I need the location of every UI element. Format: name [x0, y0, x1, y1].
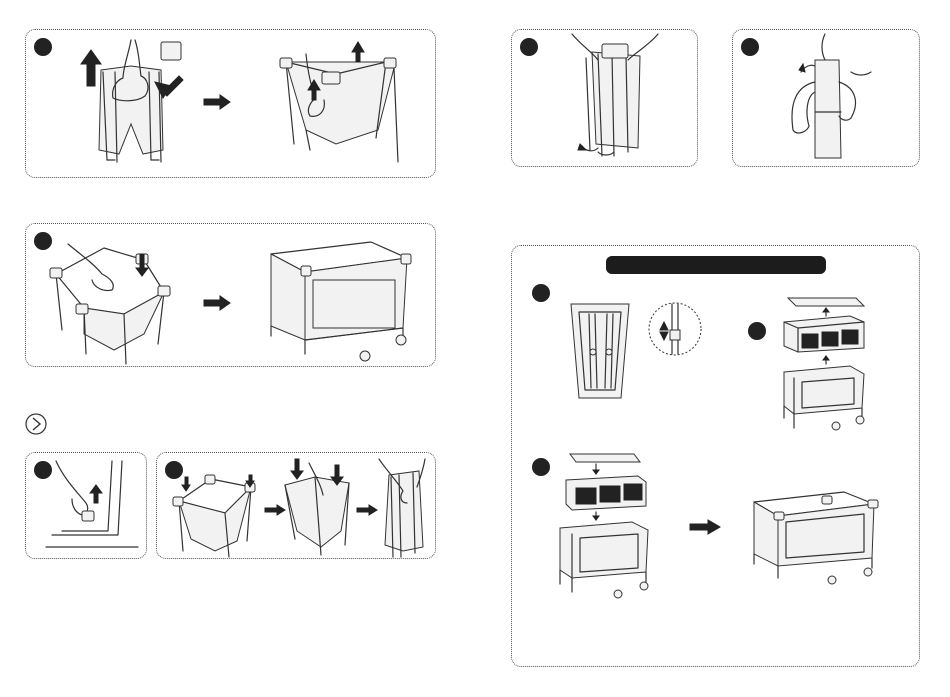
- illustration-folded-playard-hand-lift: [71, 32, 191, 172]
- step-panel-push-center: [25, 223, 436, 367]
- step-panel-compress: [511, 29, 698, 167]
- illustration-fold-stage-2: [281, 455, 361, 555]
- illustration-bassinet-insert-into-playard: [780, 294, 870, 434]
- section-title-bar: [606, 256, 826, 274]
- right-arrow-icon: [204, 296, 230, 310]
- illustration-playard-rails-up: [266, 34, 416, 174]
- chevron-right-in-circle-icon: [25, 413, 47, 435]
- illustration-bassinet-frame-top-view: [569, 302, 631, 402]
- illustration-squeeze-folded-frame: [562, 32, 672, 162]
- step-badge: [532, 284, 550, 302]
- step-panel-pull-rails: [25, 29, 436, 178]
- step-badge: [741, 38, 759, 56]
- step-badge: [532, 458, 550, 476]
- illustration-playard-in-carry-bag: [781, 32, 871, 162]
- illustration-fold-stage-1: [167, 457, 262, 557]
- step-badge: [34, 38, 52, 56]
- illustration-push-floor-down: [44, 234, 174, 364]
- bassinet-accessory-panel: [511, 245, 920, 667]
- detail-magnifier-clip: [648, 302, 702, 356]
- right-arrow-icon: [690, 520, 720, 534]
- step-panel-carry-bag: [732, 29, 920, 167]
- step-badge: [748, 322, 766, 340]
- right-arrow-icon: [204, 95, 230, 109]
- step-panel-release-floor: [25, 452, 147, 559]
- illustration-playard-with-bassinet-assembled: [748, 488, 878, 588]
- step-panel-fold-sequence: [156, 452, 436, 559]
- illustration-fold-stage-3: [375, 457, 435, 557]
- step-badge: [520, 38, 538, 56]
- illustration-lift-floor-strap: [42, 459, 142, 555]
- illustration-assembled-playard: [261, 236, 411, 366]
- right-arrow-icon: [357, 505, 377, 515]
- illustration-bassinet-place-mattress: [558, 452, 658, 602]
